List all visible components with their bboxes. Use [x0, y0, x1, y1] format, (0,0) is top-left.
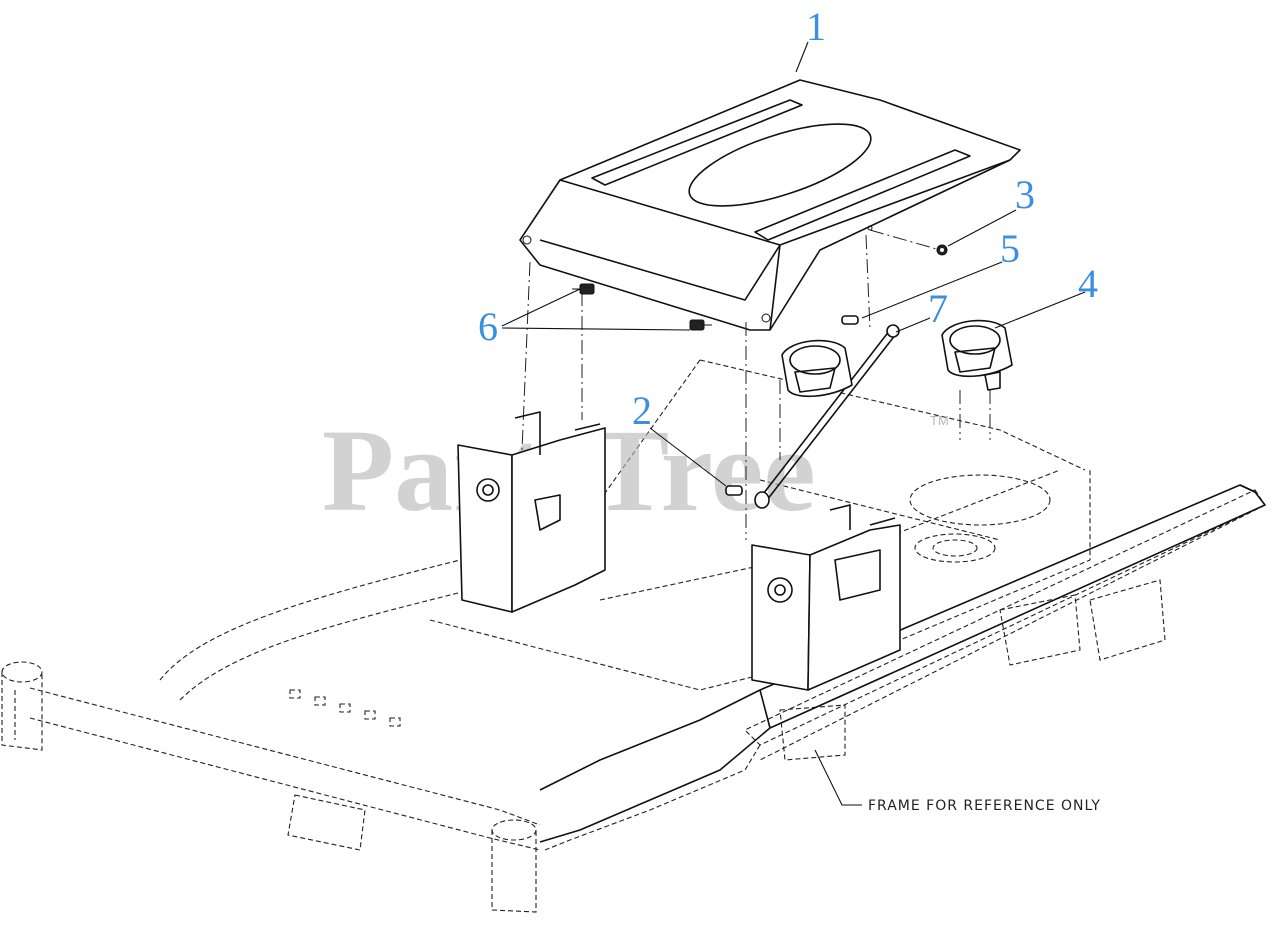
- right-seat-bracket: [751, 504, 901, 691]
- nut-part-3: [936, 244, 948, 256]
- callout-1[interactable]: 1: [806, 4, 826, 49]
- seat-pan: [519, 79, 1021, 331]
- pin-part-2: [725, 485, 743, 496]
- callout-3[interactable]: 3: [1015, 172, 1035, 217]
- callout-leaders: [501, 41, 1086, 806]
- bolt-part-6-upper: [572, 283, 595, 295]
- callout-5[interactable]: 5: [1000, 226, 1020, 271]
- watermark-tm: TM: [930, 413, 949, 428]
- callout-7[interactable]: 7: [928, 286, 948, 331]
- bumper-part-4-right: [941, 319, 1013, 391]
- frame-reference-note: FRAME FOR REFERENCE ONLY: [868, 798, 1101, 814]
- bumper-part-4-left: [781, 339, 853, 398]
- rod-part-7: [754, 324, 900, 509]
- callout-2[interactable]: 2: [632, 388, 652, 433]
- callout-6[interactable]: 6: [478, 304, 498, 349]
- pin-part-5: [841, 315, 859, 325]
- alignment-lines: [521, 229, 991, 540]
- left-seat-bracket: [457, 411, 606, 613]
- bolt-part-6-lower: [689, 319, 712, 331]
- callout-4[interactable]: 4: [1078, 261, 1098, 306]
